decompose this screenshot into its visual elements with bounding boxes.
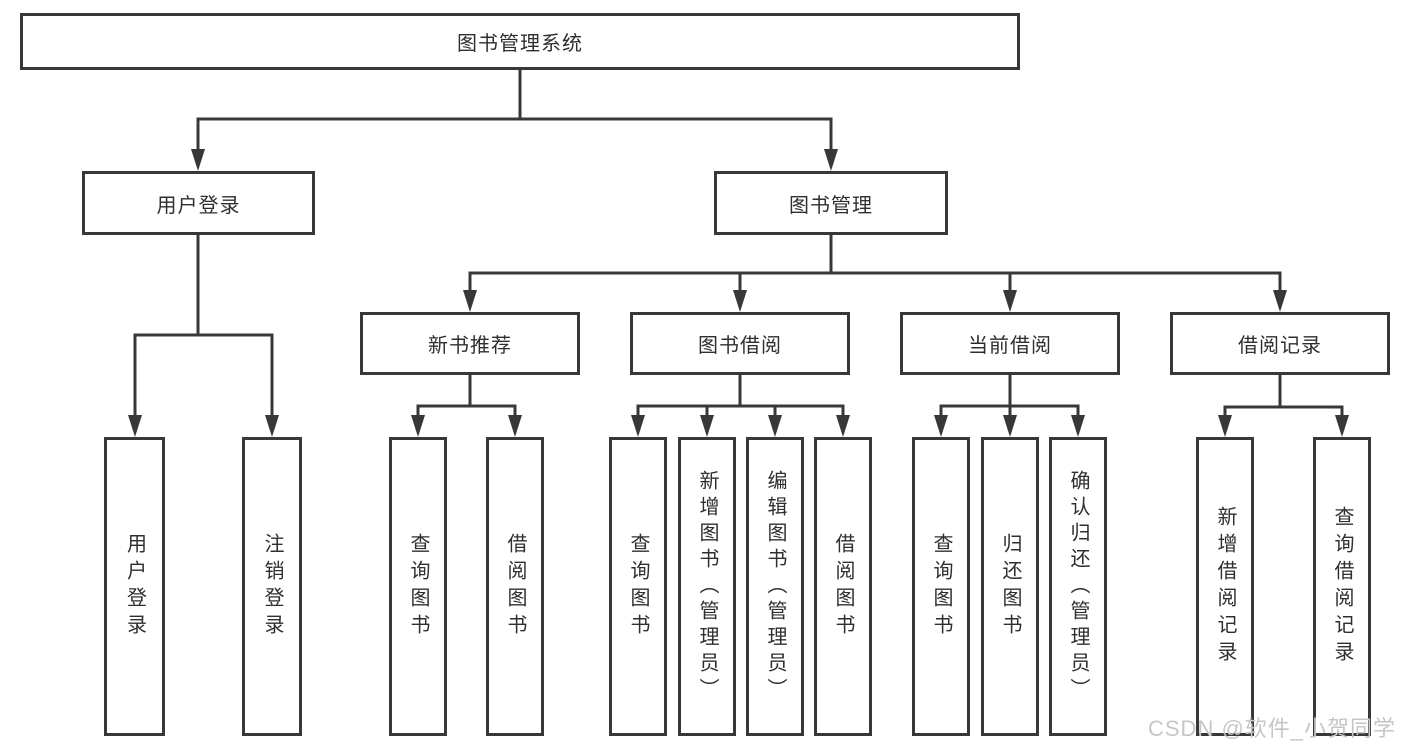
leaf-add-books-admin-label: 新增图书（管理员） [696, 469, 718, 704]
node-book-borrow-label: 图书借阅 [698, 335, 782, 357]
leaf-query-books-current: 查询图书 [912, 437, 970, 736]
leaf-query-borrow-record-label: 查询借阅记录 [1331, 505, 1353, 668]
leaf-add-borrow-record-label: 新增借阅记录 [1214, 505, 1236, 668]
node-user-login: 用户登录 [82, 171, 315, 235]
leaf-add-borrow-record: 新增借阅记录 [1196, 437, 1254, 736]
node-root-label: 图书管理系统 [457, 33, 583, 55]
leaf-add-books-admin: 新增图书（管理员） [678, 437, 736, 736]
leaf-confirm-return-admin: 确认归还（管理员） [1049, 437, 1107, 736]
leaf-borrow-books: 借阅图书 [814, 437, 872, 736]
csdn-watermark: CSDN @软件_小贺同学 [1148, 716, 1397, 741]
leaf-return-books-label: 归还图书 [999, 532, 1021, 641]
node-current-borrow: 当前借阅 [900, 312, 1120, 375]
node-current-borrow-label: 当前借阅 [968, 335, 1052, 357]
arrowheads [128, 149, 1349, 437]
leaf-edit-books-admin: 编辑图书（管理员） [746, 437, 804, 736]
node-book-borrow: 图书借阅 [630, 312, 850, 375]
leaf-logout-label: 注销登录 [261, 532, 283, 641]
leaf-borrow-books-recommend-label: 借阅图书 [504, 532, 526, 641]
leaf-query-books-current-label: 查询图书 [930, 532, 952, 641]
leaf-return-books: 归还图书 [981, 437, 1039, 736]
leaf-borrow-books-label: 借阅图书 [832, 532, 854, 641]
node-root-library-system: 图书管理系统 [20, 13, 1020, 70]
leaf-query-borrow-record: 查询借阅记录 [1313, 437, 1371, 736]
node-book-management: 图书管理 [714, 171, 948, 235]
leaf-borrow-books-recommend: 借阅图书 [486, 437, 544, 736]
leaf-query-books-recommend: 查询图书 [389, 437, 447, 736]
leaf-query-books-recommend-label: 查询图书 [407, 532, 429, 641]
node-borrow-records: 借阅记录 [1170, 312, 1390, 375]
node-borrow-records-label: 借阅记录 [1238, 335, 1322, 357]
node-book-management-label: 图书管理 [789, 194, 873, 217]
node-new-book-recommend: 新书推荐 [360, 312, 580, 375]
leaf-confirm-return-admin-label: 确认归还（管理员） [1067, 469, 1089, 704]
leaf-logout: 注销登录 [242, 437, 302, 736]
node-new-book-recommend-label: 新书推荐 [428, 335, 512, 357]
leaf-user-login-label: 用户登录 [123, 532, 146, 641]
leaf-query-books-borrow-label: 查询图书 [627, 532, 649, 641]
leaf-user-login: 用户登录 [104, 437, 165, 736]
leaf-edit-books-admin-label: 编辑图书（管理员） [764, 469, 786, 704]
leaf-query-books-borrow: 查询图书 [609, 437, 667, 736]
node-user-login-label: 用户登录 [156, 194, 241, 217]
